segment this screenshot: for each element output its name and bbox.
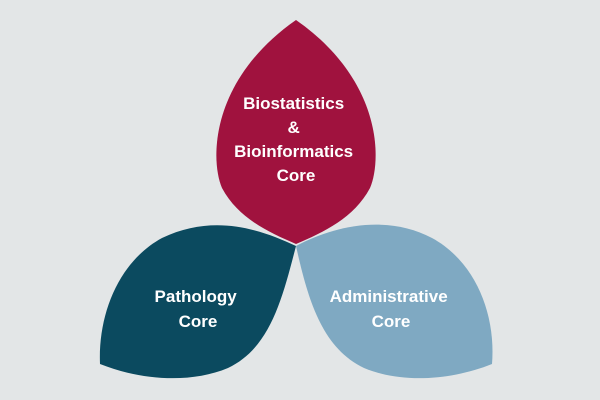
- top-petal-label: Biostatistics & Bioinformatics Core: [234, 94, 358, 185]
- right-petal-shape: [296, 224, 493, 379]
- top-petal-shape: [216, 20, 376, 244]
- top-petal-line-4: Core: [277, 166, 316, 185]
- right-petal-label: Administrative Core: [330, 287, 453, 331]
- top-petal-line-3: Bioinformatics: [234, 142, 353, 161]
- top-petal-line-2: &: [287, 118, 299, 137]
- right-petal-line-1: Administrative: [330, 287, 448, 306]
- left-petal-label: Pathology Core: [155, 287, 242, 331]
- left-petal-shape: [99, 225, 296, 379]
- petal-pathology-core: Pathology Core: [99, 225, 296, 379]
- left-petal-line-2: Core: [179, 312, 218, 331]
- top-petal-line-1: Biostatistics: [243, 94, 344, 113]
- right-petal-line-2: Core: [372, 312, 411, 331]
- petal-biostatistics-bioinformatics-core: Biostatistics & Bioinformatics Core: [216, 20, 376, 244]
- left-petal-line-1: Pathology: [155, 287, 238, 306]
- petal-administrative-core: Administrative Core: [296, 224, 493, 379]
